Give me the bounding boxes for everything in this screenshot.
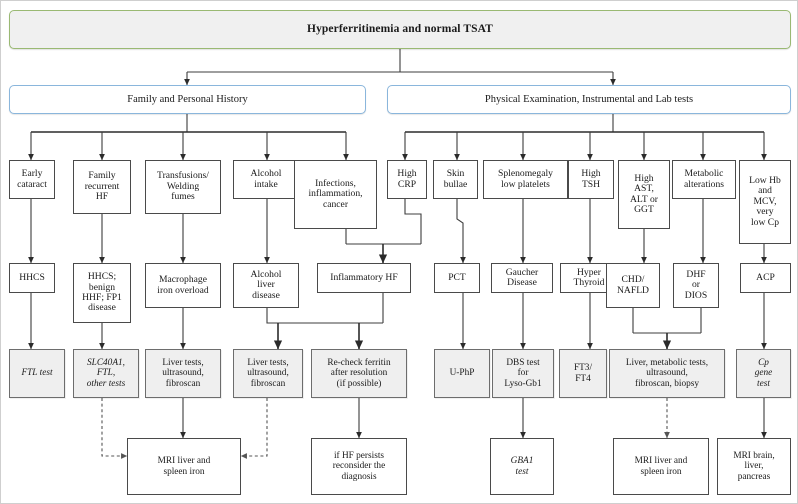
- test-recheck-ferritin[interactable]: Re-check ferritin after resolution (if p…: [311, 349, 407, 398]
- diagnosis-macrophage-iron-overload[interactable]: Macrophage iron overload: [145, 263, 221, 308]
- finding-infections-inflammation[interactable]: Infections, inflammation, cancer: [294, 160, 377, 229]
- outcome-if-hf-persists[interactable]: if HF persists reconsider the diagnosis: [311, 438, 407, 495]
- test-gba1[interactable]: GBA1 test: [490, 438, 554, 495]
- finding-high-crp[interactable]: High CRP: [387, 160, 427, 199]
- test-ft3-ft4[interactable]: FT3/ FT4: [559, 349, 607, 398]
- finding-skin-bullae[interactable]: Skin bullae: [433, 160, 478, 199]
- test-u-php[interactable]: U-PhP: [434, 349, 490, 398]
- finding-high-tsh[interactable]: High TSH: [568, 160, 614, 199]
- diagnosis-pct[interactable]: PCT: [434, 263, 480, 293]
- finding-family-recurrent-hf[interactable]: Family recurrent HF: [73, 160, 131, 214]
- test-liver-metabolic-tests[interactable]: Liver, metabolic tests, ultrasound, fibr…: [609, 349, 725, 398]
- test-cp-gene[interactable]: Cp gene test: [736, 349, 791, 398]
- page-title: Hyperferritinemia and normal TSAT: [9, 10, 791, 49]
- diagnosis-gaucher-disease[interactable]: Gaucher Disease: [491, 263, 553, 293]
- test-dbs-lyso-gb1[interactable]: DBS test for Lyso-Gb1: [492, 349, 554, 398]
- test-liver-tests-1[interactable]: Liver tests, ultrasound, fibroscan: [145, 349, 221, 398]
- finding-low-hb-mcv-cp[interactable]: Low Hb and MCV, very low Cp: [739, 160, 791, 244]
- diagnosis-inflammatory-hf[interactable]: Inflammatory HF: [317, 263, 411, 293]
- imaging-mri-brain-liver-pancreas[interactable]: MRI brain, liver, pancreas: [717, 438, 791, 495]
- diagnosis-dhf-or-dios[interactable]: DHF or DIOS: [673, 263, 719, 308]
- test-liver-tests-2[interactable]: Liver tests, ultrasound, fibroscan: [233, 349, 303, 398]
- section-family-history[interactable]: Family and Personal History: [9, 85, 366, 114]
- diagnosis-acp[interactable]: ACP: [740, 263, 791, 293]
- finding-alcohol-intake[interactable]: Alcohol intake: [233, 160, 299, 199]
- diagnosis-alcohol-liver-disease[interactable]: Alcohol liver disease: [233, 263, 299, 308]
- finding-high-ast-alt-ggt[interactable]: High AST, ALT or GGT: [618, 160, 670, 229]
- finding-transfusions-welding[interactable]: Transfusions/ Welding fumes: [145, 160, 221, 214]
- test-slc40a1-ftl-other[interactable]: SLC40A1, FTL, other tests: [73, 349, 139, 398]
- finding-splenomegaly[interactable]: Splenomegaly low platelets: [483, 160, 568, 199]
- diagnosis-hhcs[interactable]: HHCS: [9, 263, 55, 293]
- section-physical-exam[interactable]: Physical Examination, Instrumental and L…: [387, 85, 791, 114]
- finding-metabolic-alterations[interactable]: Metabolic alterations: [672, 160, 736, 199]
- imaging-mri-liver-spleen-right[interactable]: MRI liver and spleen iron: [613, 438, 709, 495]
- test-ftl[interactable]: FTL test: [9, 349, 65, 398]
- imaging-mri-liver-spleen-left[interactable]: MRI liver and spleen iron: [127, 438, 241, 495]
- diagnosis-chd-nafld[interactable]: CHD/ NAFLD: [606, 263, 660, 308]
- diagnosis-hhcs-benign-hhf-fp1[interactable]: HHCS; benign HHF; FP1 disease: [73, 263, 131, 323]
- finding-early-cataract[interactable]: Early cataract: [9, 160, 55, 199]
